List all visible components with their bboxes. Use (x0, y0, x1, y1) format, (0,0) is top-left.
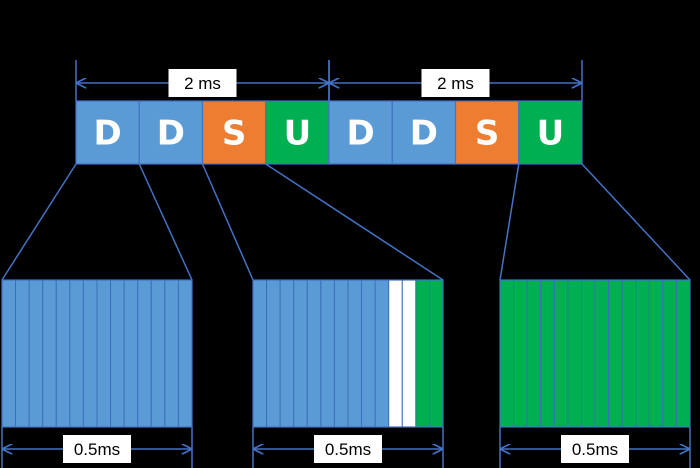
slot-detail-border (252, 279, 444, 428)
symbol-downlink (374, 279, 390, 428)
slot-detail-2-duration-label-box (314, 435, 382, 463)
slot-special (201, 100, 267, 165)
symbol-downlink (333, 279, 349, 428)
symbol-uplink (428, 279, 444, 428)
symbol-downlink (164, 279, 179, 428)
symbol-flexible (388, 279, 403, 428)
slot-letter: D (347, 114, 375, 154)
symbol-uplink (594, 279, 610, 428)
slot-downlink (391, 100, 457, 165)
symbol-uplink (635, 279, 650, 428)
symbol-downlink (266, 279, 281, 428)
symbol-downlink (137, 279, 152, 428)
zoom-line-left (499, 163, 520, 281)
slot-detail-3-duration-label-box (561, 435, 629, 463)
symbol-uplink (662, 279, 677, 428)
slot-detail-border (1, 279, 193, 428)
symbol-downlink (28, 279, 44, 428)
symbol-downlink (361, 279, 376, 428)
slot-letter: D (94, 114, 122, 154)
zoom-line-right (138, 163, 193, 281)
zoom-line-left (1, 163, 77, 281)
slot-letter: S (222, 114, 247, 154)
slot-detail-2-duration-label: 0.5ms (325, 440, 371, 459)
symbol-downlink (15, 279, 30, 428)
slot-detail-1-duration-label: 0.5ms (74, 440, 120, 459)
symbol-downlink (69, 279, 84, 428)
symbol-uplink (621, 279, 637, 428)
symbol-uplink (580, 279, 596, 428)
symbol-uplink (513, 279, 528, 428)
slot-detail-3-duration-label: 0.5ms (572, 440, 618, 459)
symbol-flexible (401, 279, 417, 428)
slot-downlink (328, 100, 393, 165)
symbol-uplink (526, 279, 542, 428)
symbol-uplink (553, 279, 569, 428)
slot-letter: S (475, 114, 500, 154)
slot-downlink (75, 100, 140, 165)
symbol-uplink (648, 279, 664, 428)
zoom-line-right (265, 163, 444, 281)
slot-letter: D (157, 114, 185, 154)
symbol-downlink (252, 279, 268, 428)
period-2-label: 2 ms (437, 74, 474, 93)
symbol-downlink (123, 279, 139, 428)
symbol-uplink (567, 279, 582, 428)
slot-special (454, 100, 520, 165)
slot-uplink (518, 100, 583, 165)
slot-letter: U (284, 114, 312, 154)
zoom-line-right (581, 163, 691, 281)
symbol-downlink (320, 279, 335, 428)
symbol-uplink (415, 279, 430, 428)
symbol-uplink (540, 279, 555, 428)
period-2-label-box (421, 69, 490, 97)
symbol-downlink (1, 279, 17, 428)
symbol-downlink (42, 279, 57, 428)
symbol-downlink (82, 279, 98, 428)
slot-letter: U (537, 114, 565, 154)
slot-detail-1-duration-label-box (63, 435, 131, 463)
slot-letter: D (410, 114, 438, 154)
symbol-uplink (675, 279, 691, 428)
symbol-downlink (347, 279, 363, 428)
symbol-downlink (279, 279, 295, 428)
symbol-uplink (499, 279, 515, 428)
symbol-uplink (608, 279, 623, 428)
symbol-downlink (96, 279, 112, 428)
symbol-downlink (177, 279, 193, 428)
symbol-downlink (293, 279, 308, 428)
slot-uplink (265, 100, 330, 165)
symbol-downlink (110, 279, 125, 428)
zoom-line-left (201, 163, 254, 281)
symbol-downlink (306, 279, 322, 428)
symbol-downlink (55, 279, 71, 428)
period-1-label: 2 ms (184, 74, 221, 93)
symbol-downlink (150, 279, 166, 428)
period-1-label-box (168, 69, 237, 97)
slot-detail-border (499, 279, 691, 428)
slot-downlink (138, 100, 204, 165)
